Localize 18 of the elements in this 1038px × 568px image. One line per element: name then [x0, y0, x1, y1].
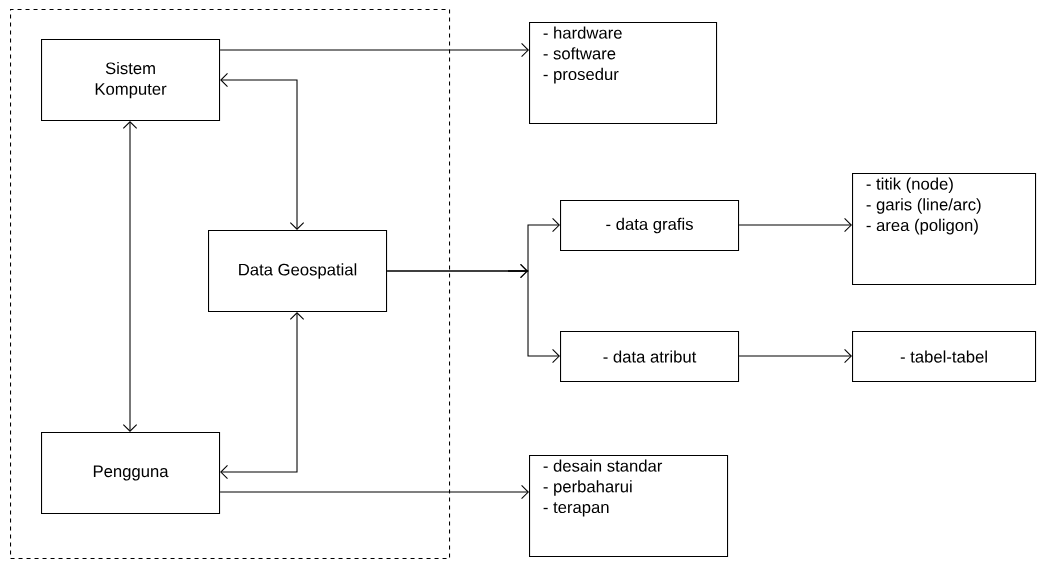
arrow [386, 263, 560, 364]
arrow [220, 312, 305, 480]
process-box: Data Geospatial [208, 230, 388, 313]
group-frame [10, 9, 451, 560]
arrow [220, 72, 305, 230]
arrow [122, 121, 138, 432]
process-box: Sistem Komputer [41, 39, 221, 122]
process-box: - data atribut [560, 331, 740, 383]
arrow [738, 217, 852, 233]
list-box: - titik (node) - garis (line/arc) - area (poligon) [852, 173, 1037, 286]
process-box: - tabel-tabel [852, 331, 1037, 383]
arrow [219, 484, 529, 500]
arrow [738, 348, 852, 364]
list-box: - hardware - software - prosedur [529, 22, 718, 125]
process-box: - data grafis [560, 200, 740, 252]
list-box: - desain standar - perbaharui - terapan [529, 455, 729, 558]
arrow [219, 42, 529, 58]
process-box: Pengguna [41, 432, 221, 515]
